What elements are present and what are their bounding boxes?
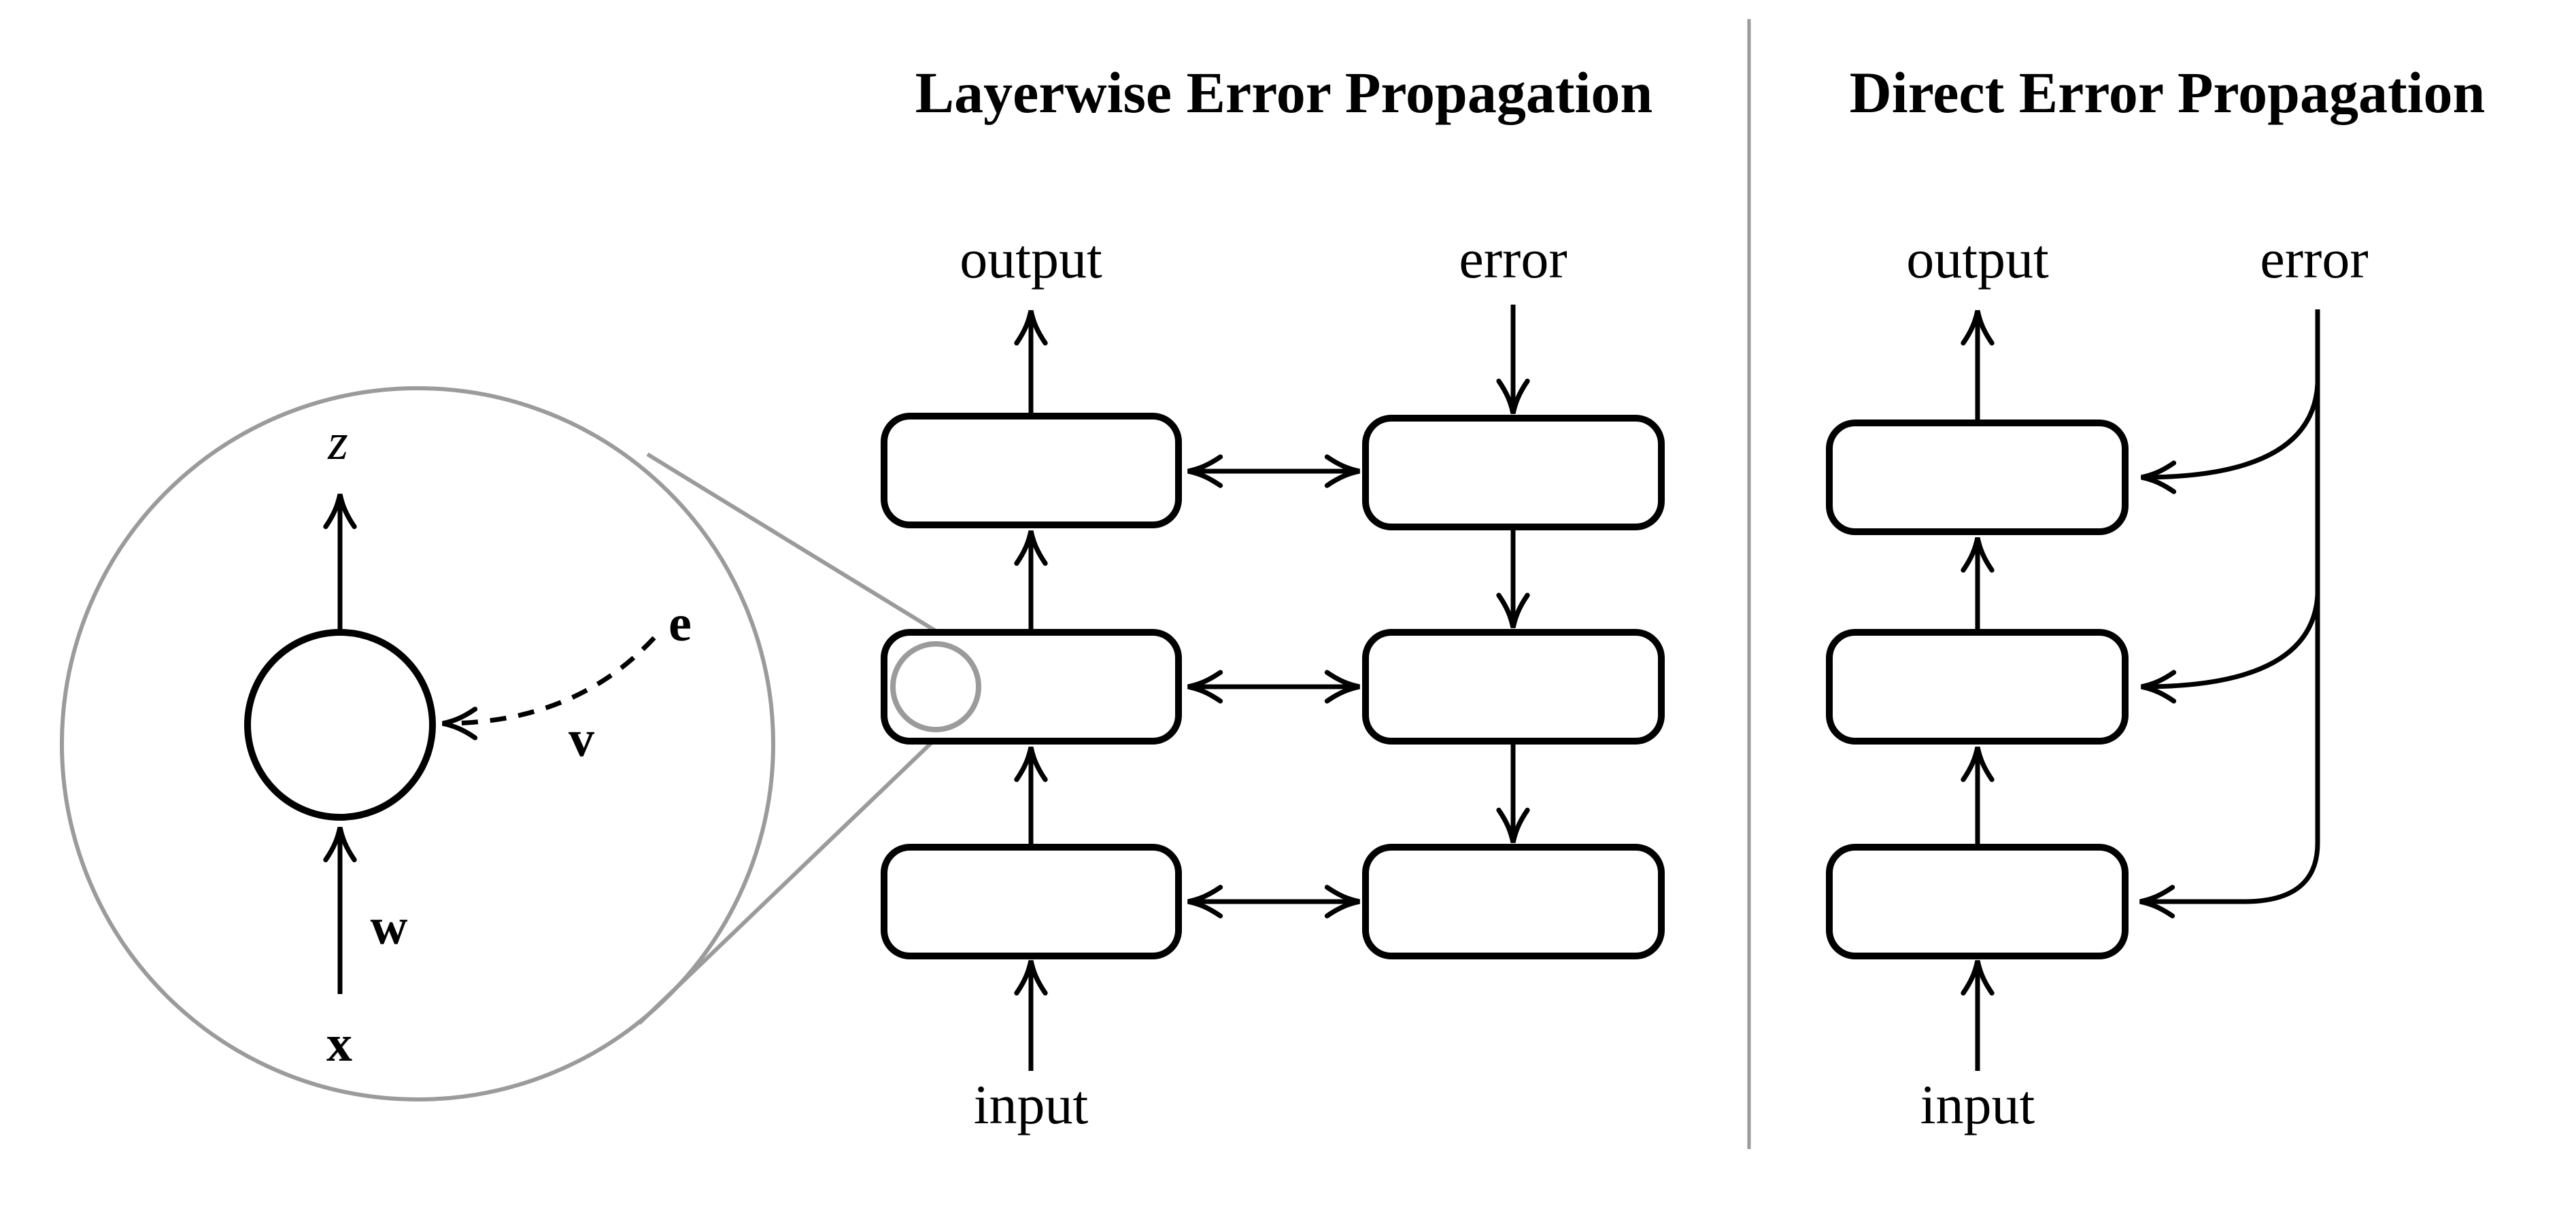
neuron-circle	[244, 629, 436, 821]
magnifier-circle	[60, 386, 775, 1101]
direct-layer3-box	[1826, 420, 2129, 535]
layerwise-input-label: input	[974, 1074, 1089, 1135]
direct-layer1-box	[1826, 844, 2129, 959]
layerwise-backward-layer3-box	[1362, 415, 1665, 530]
magnifier-target-ring	[890, 641, 981, 732]
layerwise-forward-layer1-box	[881, 844, 1182, 959]
magnifier-inset: z x w e v	[60, 386, 965, 1101]
direct-error-trunk-arrow-layer1	[2139, 309, 2320, 919]
direct-title: Direct Error Propagation	[1850, 60, 2486, 125]
layerwise-error-label: error	[1459, 228, 1567, 290]
layerwise-title: Layerwise Error Propagation	[915, 60, 1653, 125]
layerwise-output-label: output	[960, 228, 1102, 290]
layerwise-panel: Layerwise Error Propagation output error…	[881, 60, 1665, 1135]
layerwise-forward-layer2-box	[881, 629, 1182, 745]
direct-layer2-box	[1826, 629, 2129, 745]
layerwise-backward-layer2-box	[1362, 629, 1665, 745]
magnifier-glass	[60, 386, 965, 1101]
direct-output-label: output	[1906, 228, 2049, 290]
direct-panel: Direct Error Propagation output error in…	[1826, 60, 2486, 1135]
neuron-input-x-label: x	[326, 1015, 352, 1072]
neuron-error-e-label: e	[668, 595, 692, 652]
layerwise-forward-layer3-box	[881, 413, 1182, 528]
neuron-output-z-label: z	[327, 413, 348, 471]
magnifier-cone-upper-line	[646, 452, 962, 648]
neuron-weight-w-label: w	[371, 898, 408, 955]
direct-error-label: error	[2260, 228, 2368, 290]
neuron-error-feedback-dashed-arrow	[442, 636, 656, 740]
layerwise-backward-layer1-box	[1362, 844, 1665, 959]
magnifier-cone-lower-line	[637, 711, 965, 1025]
direct-input-label: input	[1920, 1074, 2035, 1135]
neuron-feedback-v-label: v	[569, 711, 594, 768]
direct-error-branch-arrow-layer2	[2141, 594, 2320, 704]
direct-error-branch-arrow-layer3	[2141, 383, 2320, 494]
